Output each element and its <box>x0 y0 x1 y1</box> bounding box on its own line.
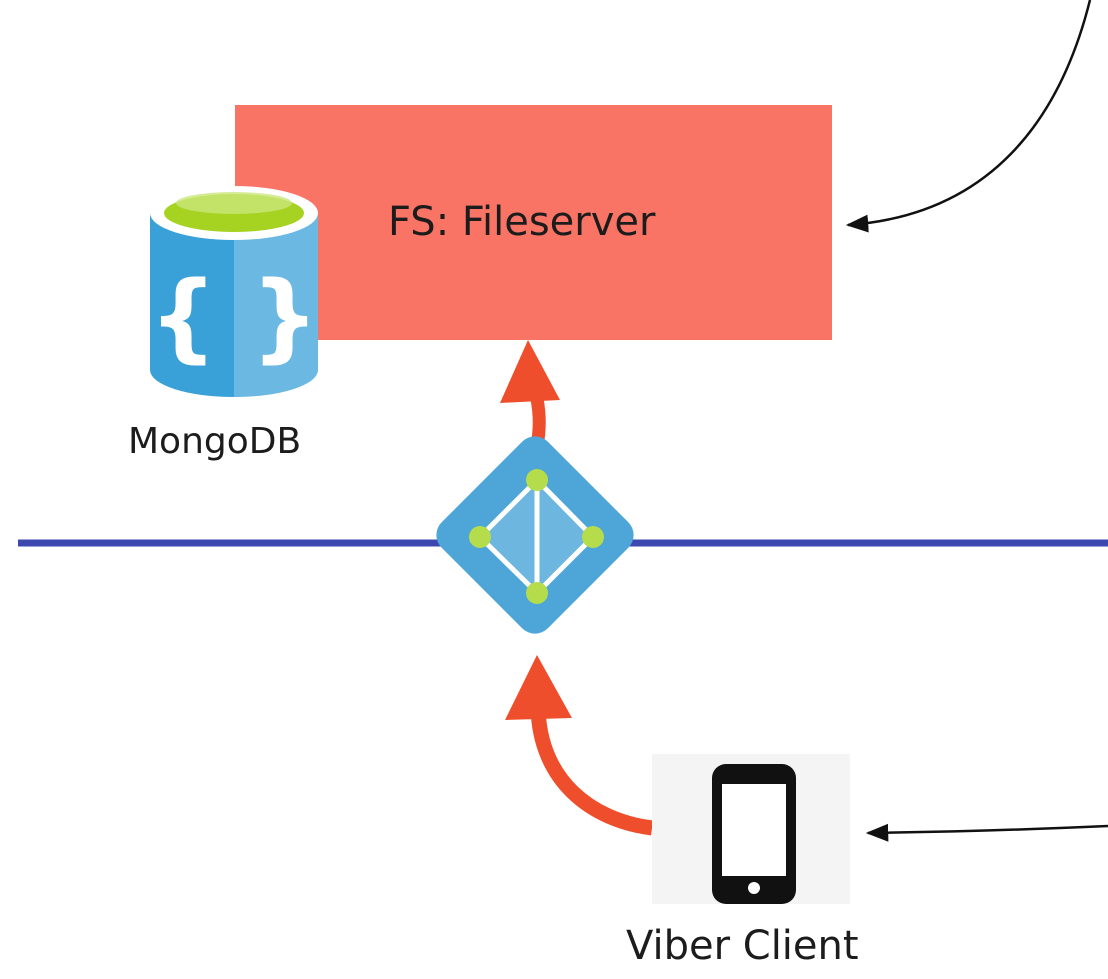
fileserver-box[interactable] <box>235 105 832 340</box>
viber-client-label: Viber Client <box>626 923 859 969</box>
connector-to-client <box>865 823 1108 842</box>
fileserver-label: FS: Fileserver <box>388 199 656 245</box>
database-icon: { } <box>149 186 319 397</box>
flow-arrow-to-fileserver <box>500 340 560 441</box>
connector-to-fileserver <box>845 0 1092 233</box>
flow-arrow-to-gateway <box>505 655 654 836</box>
mobile-phone-icon[interactable] <box>652 754 850 904</box>
mongodb-label: MongoDB <box>128 421 302 462</box>
svg-text:{ }: { } <box>149 261 319 373</box>
network-gateway-icon[interactable] <box>429 429 641 641</box>
